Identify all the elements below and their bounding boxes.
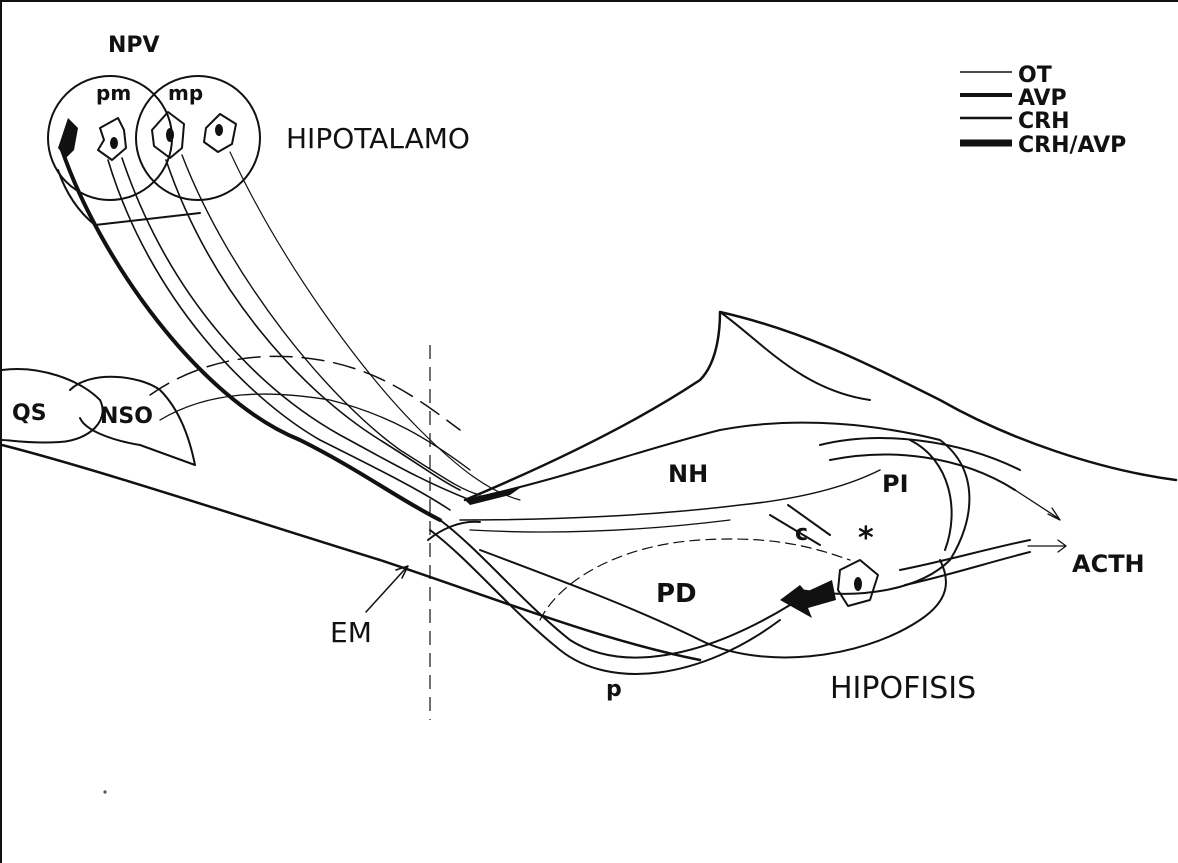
label-npv: NPV bbox=[108, 33, 160, 58]
label-nso: NSO bbox=[100, 404, 153, 429]
top-right-arrow bbox=[1015, 490, 1060, 520]
label-hipotalamo: HIPOTALAMO bbox=[286, 122, 470, 155]
label-em: EM bbox=[330, 616, 372, 649]
neuron-pm-nucleus bbox=[110, 137, 118, 149]
label-nh: NH bbox=[668, 460, 708, 488]
label-c: c bbox=[795, 521, 808, 546]
label-hipofisis: HIPOFISIS bbox=[830, 671, 976, 706]
speck bbox=[103, 790, 106, 793]
stalk-tract-2 bbox=[470, 520, 730, 532]
label-qs: QS bbox=[12, 401, 47, 426]
axon-pm-1 bbox=[108, 160, 450, 510]
neuron-mp-1-nucleus bbox=[166, 128, 174, 142]
legend-label-ot: OT bbox=[1018, 63, 1052, 88]
corticotroph-nucleus bbox=[854, 577, 862, 591]
npv-nucleus bbox=[48, 76, 260, 225]
nso-tract-2 bbox=[160, 394, 470, 470]
legend-label-avp: AVP bbox=[1018, 86, 1067, 111]
axon-crh-avp bbox=[62, 150, 440, 520]
legend-label-crh: CRH bbox=[1018, 109, 1070, 134]
axon-mp-1 bbox=[166, 160, 460, 490]
acth-arrow bbox=[1028, 540, 1066, 552]
label-p: p bbox=[606, 677, 622, 702]
label-pm: pm bbox=[96, 81, 131, 105]
legend: OT AVP CRH CRH/AVP bbox=[960, 63, 1126, 158]
legend-label-crh-avp: CRH/AVP bbox=[1018, 133, 1126, 158]
npv-axon-tracts bbox=[62, 150, 520, 520]
em-pointer-arrow bbox=[366, 566, 408, 612]
axon-mp-2 bbox=[182, 155, 480, 495]
crh-avp-arrow bbox=[780, 580, 836, 618]
pituitary bbox=[428, 312, 1176, 674]
label-pi: PI bbox=[882, 470, 909, 498]
label-mp: mp bbox=[168, 81, 203, 105]
axon-pm-2 bbox=[122, 158, 470, 500]
label-asterisk: * bbox=[858, 521, 874, 556]
label-pd: PD bbox=[656, 579, 697, 609]
neuron-mp-2-nucleus bbox=[215, 124, 223, 136]
axon-mp-3 bbox=[230, 152, 520, 500]
label-acth: ACTH bbox=[1072, 550, 1145, 578]
vessel-acth bbox=[900, 540, 1030, 585]
